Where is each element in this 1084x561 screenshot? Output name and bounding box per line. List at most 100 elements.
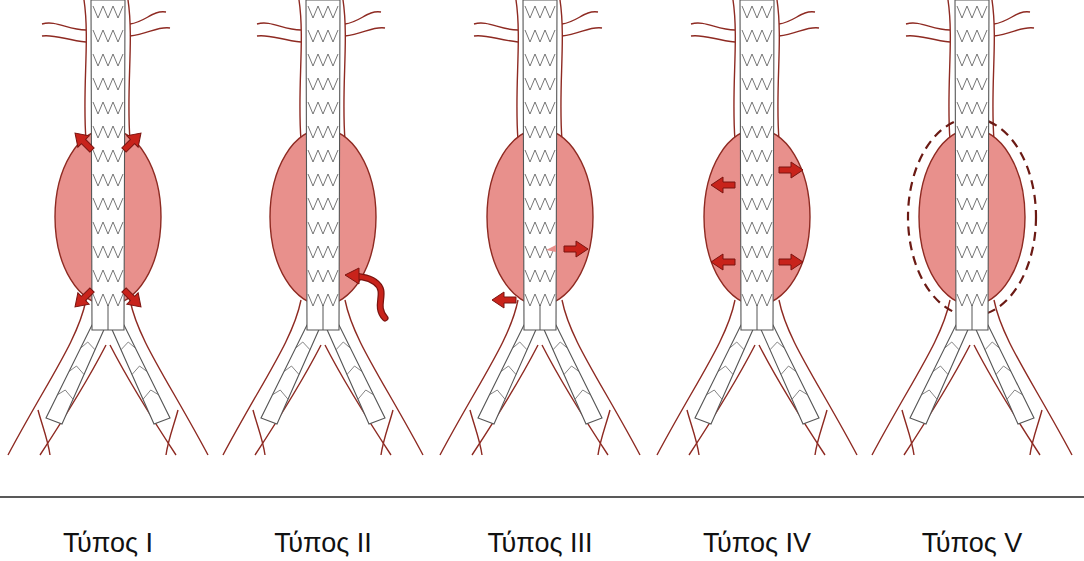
graft-panel xyxy=(440,0,640,455)
stent-strut xyxy=(308,174,338,186)
flow-arrow xyxy=(69,284,97,312)
flow-arrow xyxy=(564,241,588,257)
stent-strut xyxy=(575,390,591,399)
graft-panel xyxy=(657,0,857,455)
stent-strut xyxy=(308,294,338,306)
stent-strut xyxy=(490,390,506,399)
stent-graft-body xyxy=(91,0,125,330)
renal-artery xyxy=(994,12,1030,24)
renal-artery xyxy=(691,36,735,42)
stent-strut xyxy=(718,366,733,375)
renal-artery xyxy=(474,23,518,30)
stent-strut xyxy=(308,198,338,210)
graft-limb xyxy=(910,325,970,424)
stent-strut xyxy=(742,270,772,282)
renal-artery xyxy=(779,12,815,24)
stent-strut xyxy=(742,294,772,306)
stent-strut xyxy=(93,222,123,234)
stent-strut xyxy=(525,222,555,234)
stent-strut xyxy=(308,6,338,18)
vessel-wall xyxy=(516,0,518,140)
stent-strut xyxy=(564,366,579,375)
flow-arrow xyxy=(779,254,803,270)
stent-strut xyxy=(93,246,123,258)
graft-panel xyxy=(872,0,1072,455)
graft-panel xyxy=(8,0,208,455)
renal-artery xyxy=(42,23,86,30)
stent-strut xyxy=(93,150,123,162)
limb-gate xyxy=(323,305,324,330)
stent-strut xyxy=(742,246,772,258)
stent-graft-body xyxy=(306,0,340,330)
stent-strut xyxy=(525,270,555,282)
separator-line xyxy=(0,496,1084,498)
type-label: Τύπος I xyxy=(63,528,153,559)
stent-strut xyxy=(525,198,555,210)
flow-arrow xyxy=(118,284,146,312)
stent-strut xyxy=(957,246,987,258)
stent-strut xyxy=(143,390,159,399)
stent-strut xyxy=(742,150,772,162)
type-label: Τύπος V xyxy=(922,528,1023,559)
stent-strut xyxy=(957,54,987,66)
stent-strut xyxy=(957,294,987,306)
renal-artery xyxy=(130,12,166,24)
stent-strut xyxy=(358,390,374,399)
stent-strut xyxy=(58,390,74,399)
stent-graft-body xyxy=(523,0,557,330)
stent-strut xyxy=(525,246,555,258)
stent-strut xyxy=(501,366,516,375)
collateral-flow xyxy=(357,276,385,318)
stent-strut xyxy=(308,150,338,162)
graft-limb xyxy=(110,325,170,424)
flow-arrow xyxy=(118,127,146,155)
stent-strut xyxy=(308,30,338,42)
stent-strut xyxy=(308,126,338,138)
stent-strut xyxy=(308,78,338,90)
stent-strut xyxy=(525,6,555,18)
graft-panel xyxy=(223,0,423,455)
graft-limb xyxy=(542,325,602,424)
stent-strut xyxy=(525,126,555,138)
renal-artery xyxy=(994,28,1034,36)
stent-strut xyxy=(284,366,299,375)
stent-strut xyxy=(957,78,987,90)
stent-strut xyxy=(742,30,772,42)
stent-strut xyxy=(996,366,1011,375)
flow-arrow xyxy=(492,292,516,308)
flow-arrow xyxy=(779,162,803,178)
stent-strut xyxy=(742,198,772,210)
renal-artery xyxy=(42,36,86,42)
renal-artery xyxy=(257,23,301,30)
stent-strut xyxy=(525,54,555,66)
vessel-wall xyxy=(733,0,735,140)
type-label: Τύπος IV xyxy=(703,528,811,559)
stent-strut xyxy=(93,78,123,90)
stent-strut xyxy=(525,102,555,114)
stent-strut xyxy=(525,174,555,186)
stent-strut xyxy=(742,222,772,234)
stent-strut xyxy=(121,342,136,350)
limb-gate xyxy=(108,305,109,330)
limb-gate xyxy=(972,305,973,330)
renal-artery xyxy=(906,23,950,30)
vessel-wall xyxy=(299,0,301,140)
flow-arrow xyxy=(711,254,735,270)
stent-graft-body xyxy=(955,0,989,330)
stent-strut xyxy=(93,30,123,42)
stent-graft-body xyxy=(740,0,774,330)
type-label: Τύπος II xyxy=(274,528,372,559)
vessel-wall xyxy=(948,0,950,140)
graft-limb xyxy=(974,325,1034,424)
stent-strut xyxy=(81,342,96,350)
stent-strut xyxy=(347,366,362,375)
flow-arrow xyxy=(69,127,97,155)
stent-strut xyxy=(513,342,528,350)
stent-strut xyxy=(93,102,123,114)
renal-artery xyxy=(130,28,170,36)
collateral-flow xyxy=(357,276,385,318)
stent-strut xyxy=(957,174,987,186)
vessel-wall xyxy=(992,0,994,140)
limb-gate xyxy=(540,305,541,330)
